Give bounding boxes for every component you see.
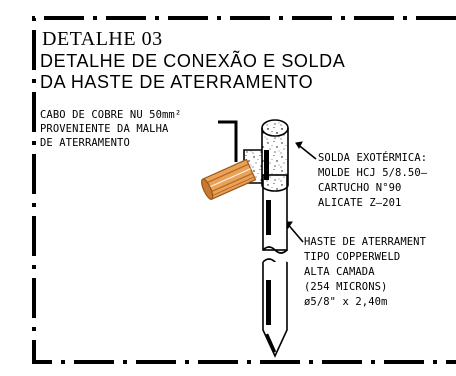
exothermic-weld <box>243 119 289 192</box>
cable-leader <box>218 120 238 162</box>
weld-note-line-2: MOLDE HCJ 5/8.50– <box>318 167 428 179</box>
title-line-2: DA HASTE DE ATERRAMENTO <box>40 72 314 92</box>
weld-note-line-1: SOLDA EXOTÉRMICA: <box>318 152 428 164</box>
rod-note-line-2: TIPO COPPERWELD <box>304 251 401 263</box>
cable-note-line-1: CABO DE COBRE NU 50mm² <box>40 109 182 121</box>
rod-note-line-3: ALTA CAMADA <box>304 266 375 278</box>
cable-note-line-2: PROVENIENTE DA MALHA <box>40 123 169 135</box>
copper-cable <box>201 158 257 201</box>
rod-note-line-1: HASTE DE ATERRAMENT <box>304 236 427 248</box>
weld-note-line-4: ALICATE Z–201 <box>318 197 402 209</box>
leader-lines <box>218 120 317 243</box>
weld-note-line-3: CARTUCHO N°90 <box>318 182 402 194</box>
weld-leader-arrow <box>295 141 303 150</box>
title-line-1: DETALHE DE CONEXÃO E SOLDA <box>40 51 346 71</box>
rod-note-line-5: ø5/8" x 2,40m <box>304 296 388 308</box>
rod-note-line-4: (254 MICRONS) <box>304 281 388 293</box>
detail-border <box>32 16 456 364</box>
grounding-rod <box>262 174 288 358</box>
cable-note-line-3: DE ATERRAMENTO <box>40 137 130 149</box>
detail-number: DETALHE 03 <box>42 28 163 50</box>
